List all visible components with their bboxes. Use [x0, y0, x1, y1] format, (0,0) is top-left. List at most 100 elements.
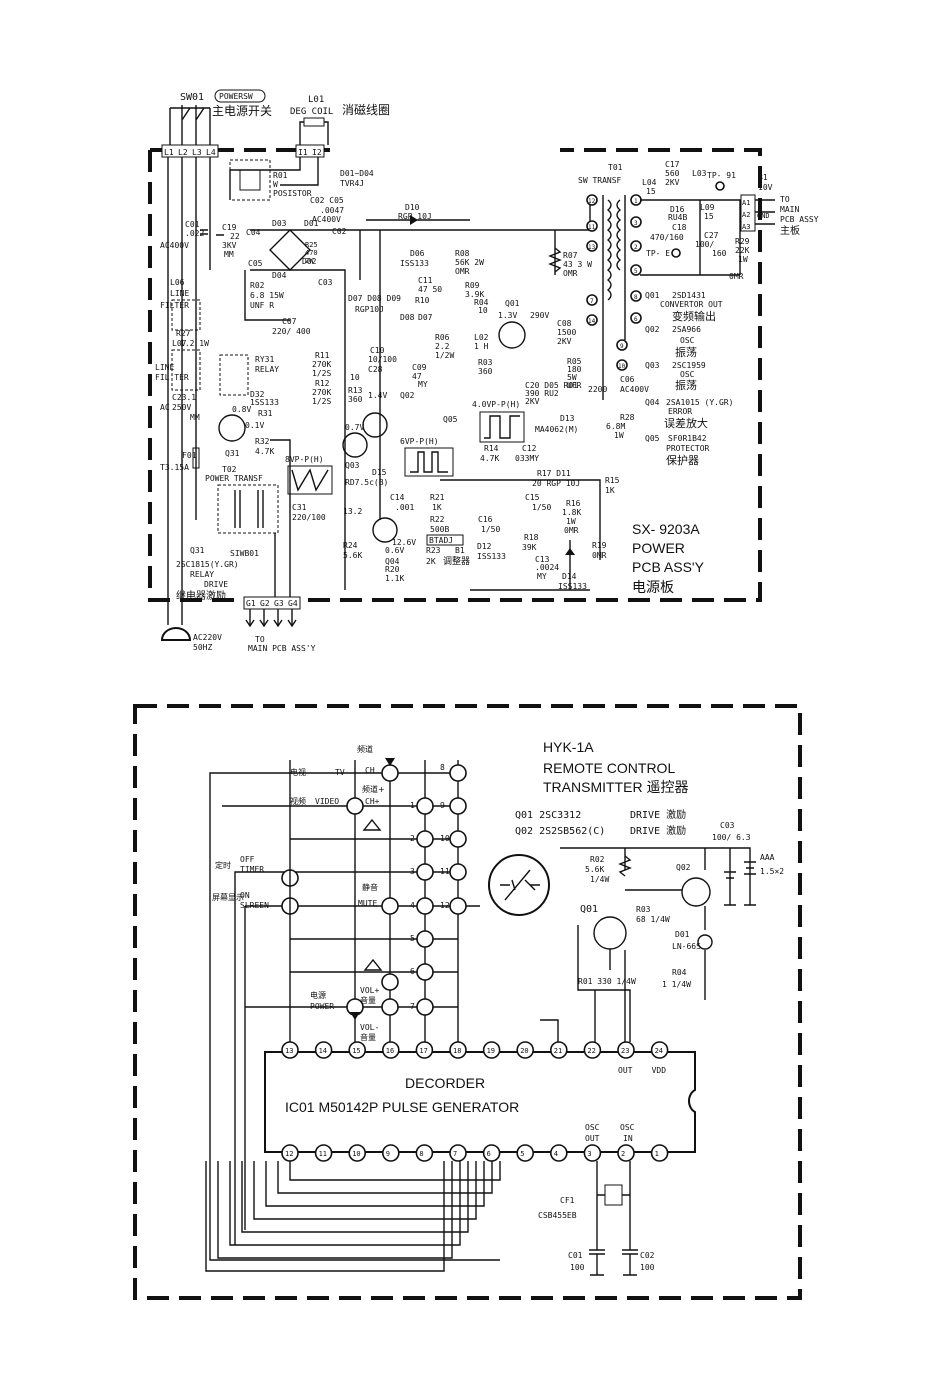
svg-text:C12: C12	[522, 444, 537, 453]
ic-bottom-pin-2	[617, 1144, 635, 1162]
svg-text:C02 C05: C02 C05	[310, 196, 344, 205]
svg-text:4.7K: 4.7K	[480, 454, 499, 463]
svg-text:1/2S: 1/2S	[312, 397, 331, 406]
ic-top-pin-14-label: 14	[319, 1047, 327, 1055]
svg-text:1.8K: 1.8K	[562, 508, 581, 517]
sw01-cn: 主电源开关	[212, 104, 272, 118]
svg-text:D10: D10	[405, 203, 420, 212]
svg-text:L04: L04	[642, 178, 657, 187]
svg-text:C06: C06	[620, 375, 635, 384]
ic-bottom-pin-12-label: 12	[285, 1150, 293, 1158]
svg-text:POWER: POWER	[632, 540, 685, 556]
svg-text:VIDEO: VIDEO	[315, 797, 339, 806]
svg-text:0.8V: 0.8V	[232, 405, 251, 414]
svg-text:R24: R24	[343, 541, 358, 550]
power-transformer-t02	[217, 484, 279, 534]
svg-text:9: 9	[440, 801, 445, 810]
svg-text:1W: 1W	[614, 431, 624, 440]
powersw-tag-text: POWERSW	[219, 92, 253, 101]
svg-text:VOL+: VOL+	[360, 986, 379, 995]
input-terminal-block: L1 L2 L3 L4 I1 I2	[161, 144, 325, 158]
svg-text:1.4V: 1.4V	[368, 391, 387, 400]
svg-text:Q01 2SC3312: Q01 2SC3312	[515, 810, 581, 821]
svg-text:L06: L06	[170, 278, 185, 287]
svg-text:视频: 视频	[290, 796, 306, 806]
ic-bottom-pin-11	[314, 1144, 333, 1162]
svg-text:R16: R16	[566, 499, 581, 508]
svg-text:C11: C11	[418, 276, 433, 285]
svg-text:.0024: .0024	[535, 563, 559, 572]
ic-bottom-pin-8	[415, 1144, 434, 1162]
svg-text:OMR: OMR	[563, 269, 578, 278]
svg-text:Q03: Q03	[345, 461, 360, 470]
ic-top-pin-23-label: 23	[621, 1047, 629, 1055]
svg-text:4.0VP-P(H): 4.0VP-P(H)	[472, 400, 520, 409]
svg-text:20 RGP 10J: 20 RGP 10J	[532, 479, 580, 488]
osc-part-label-0: CF1	[560, 1196, 575, 1205]
svg-text:1 1/4W: 1 1/4W	[662, 980, 691, 989]
svg-text:FIL TER: FIL TER	[155, 373, 189, 382]
svg-text:560: 560	[665, 169, 680, 178]
svg-text:56K 2W: 56K 2W	[455, 258, 484, 267]
svg-text:11: 11	[588, 224, 596, 231]
ic-bottom-pin-9-label: 9	[386, 1150, 390, 1158]
svg-text:SX- 9203A: SX- 9203A	[632, 521, 700, 537]
svg-text:360: 360	[478, 367, 493, 376]
svg-text:AC400V: AC400V	[160, 241, 189, 250]
svg-text:D06: D06	[410, 249, 425, 258]
svg-text:R23: R23	[426, 546, 441, 555]
q02-remote-transistor	[681, 877, 711, 907]
svg-text:L2: L2	[178, 148, 188, 157]
svg-text:D13: D13	[560, 414, 575, 423]
sw-transformer-t01: 12 11 13 7 9 10 8 6 5 3 14 1 2	[586, 194, 642, 400]
ic-bottom-pin-8-label: 8	[419, 1150, 423, 1158]
svg-text:ISS133: ISS133	[400, 259, 429, 268]
svg-text:6.8 15W: 6.8 15W	[250, 291, 284, 300]
svg-text:L3: L3	[192, 148, 202, 157]
svg-text:C04: C04	[246, 228, 261, 237]
svg-text:R11: R11	[315, 351, 330, 360]
svg-text:C08: C08	[557, 319, 572, 328]
svg-text:3: 3	[410, 867, 415, 876]
svg-text:Q02: Q02	[676, 863, 691, 872]
svg-text:频道: 频道	[357, 744, 373, 754]
osc-label-0: OSC	[585, 1123, 600, 1132]
svg-text:MA4062(M): MA4062(M)	[535, 425, 578, 434]
svg-text:RELAY: RELAY	[190, 570, 214, 579]
svg-text:10: 10	[350, 373, 360, 382]
ic-bottom-pin-5-label: 5	[520, 1150, 524, 1158]
svg-text:1/50: 1/50	[481, 525, 500, 534]
svg-text:1K: 1K	[432, 503, 442, 512]
svg-text:保护器: 保护器	[666, 453, 699, 467]
svg-text:1K: 1K	[605, 486, 615, 495]
sw01-label: SW01	[180, 92, 204, 103]
svg-text:D12: D12	[477, 542, 492, 551]
svg-text:11: 11	[440, 867, 450, 876]
svg-text:DRIVE 激励: DRIVE 激励	[630, 808, 686, 821]
osc-part-label-2: C01	[568, 1251, 583, 1260]
svg-text:1/2W: 1/2W	[435, 351, 454, 360]
svg-text:68 1/4W: 68 1/4W	[636, 915, 670, 924]
svg-text:500B: 500B	[430, 525, 449, 534]
relay-ry31	[219, 354, 249, 396]
svg-text:270K: 270K	[312, 388, 331, 397]
svg-text:47 50: 47 50	[418, 285, 442, 294]
svg-text:5.6K: 5.6K	[343, 551, 362, 560]
svg-text:R01: R01	[273, 171, 288, 180]
svg-text:L4: L4	[206, 148, 216, 157]
svg-text:L02: L02	[474, 333, 489, 342]
svg-text:屏幕显示: 屏幕显示	[212, 892, 244, 902]
ic-bottom-pin-10-label: 10	[352, 1150, 360, 1158]
svg-text:ISS133: ISS133	[477, 552, 506, 561]
svg-text:5: 5	[410, 934, 415, 943]
svg-text:3KV: 3KV	[222, 241, 237, 250]
svg-text:LINE: LINE	[170, 289, 189, 298]
svg-text:1.1K: 1.1K	[385, 574, 404, 583]
svg-text:L09: L09	[700, 203, 715, 212]
svg-text:Q02: Q02	[400, 391, 415, 400]
remote-section: HYK-1A REMOTE CONTROL TRANSMITTER 遥控器 Q0…	[133, 704, 802, 1300]
ic-bottom-pin-4	[549, 1144, 568, 1162]
svg-text:G1: G1	[246, 599, 256, 608]
svg-text:1SS133: 1SS133	[250, 398, 279, 407]
waveform-8vpp	[287, 465, 333, 495]
